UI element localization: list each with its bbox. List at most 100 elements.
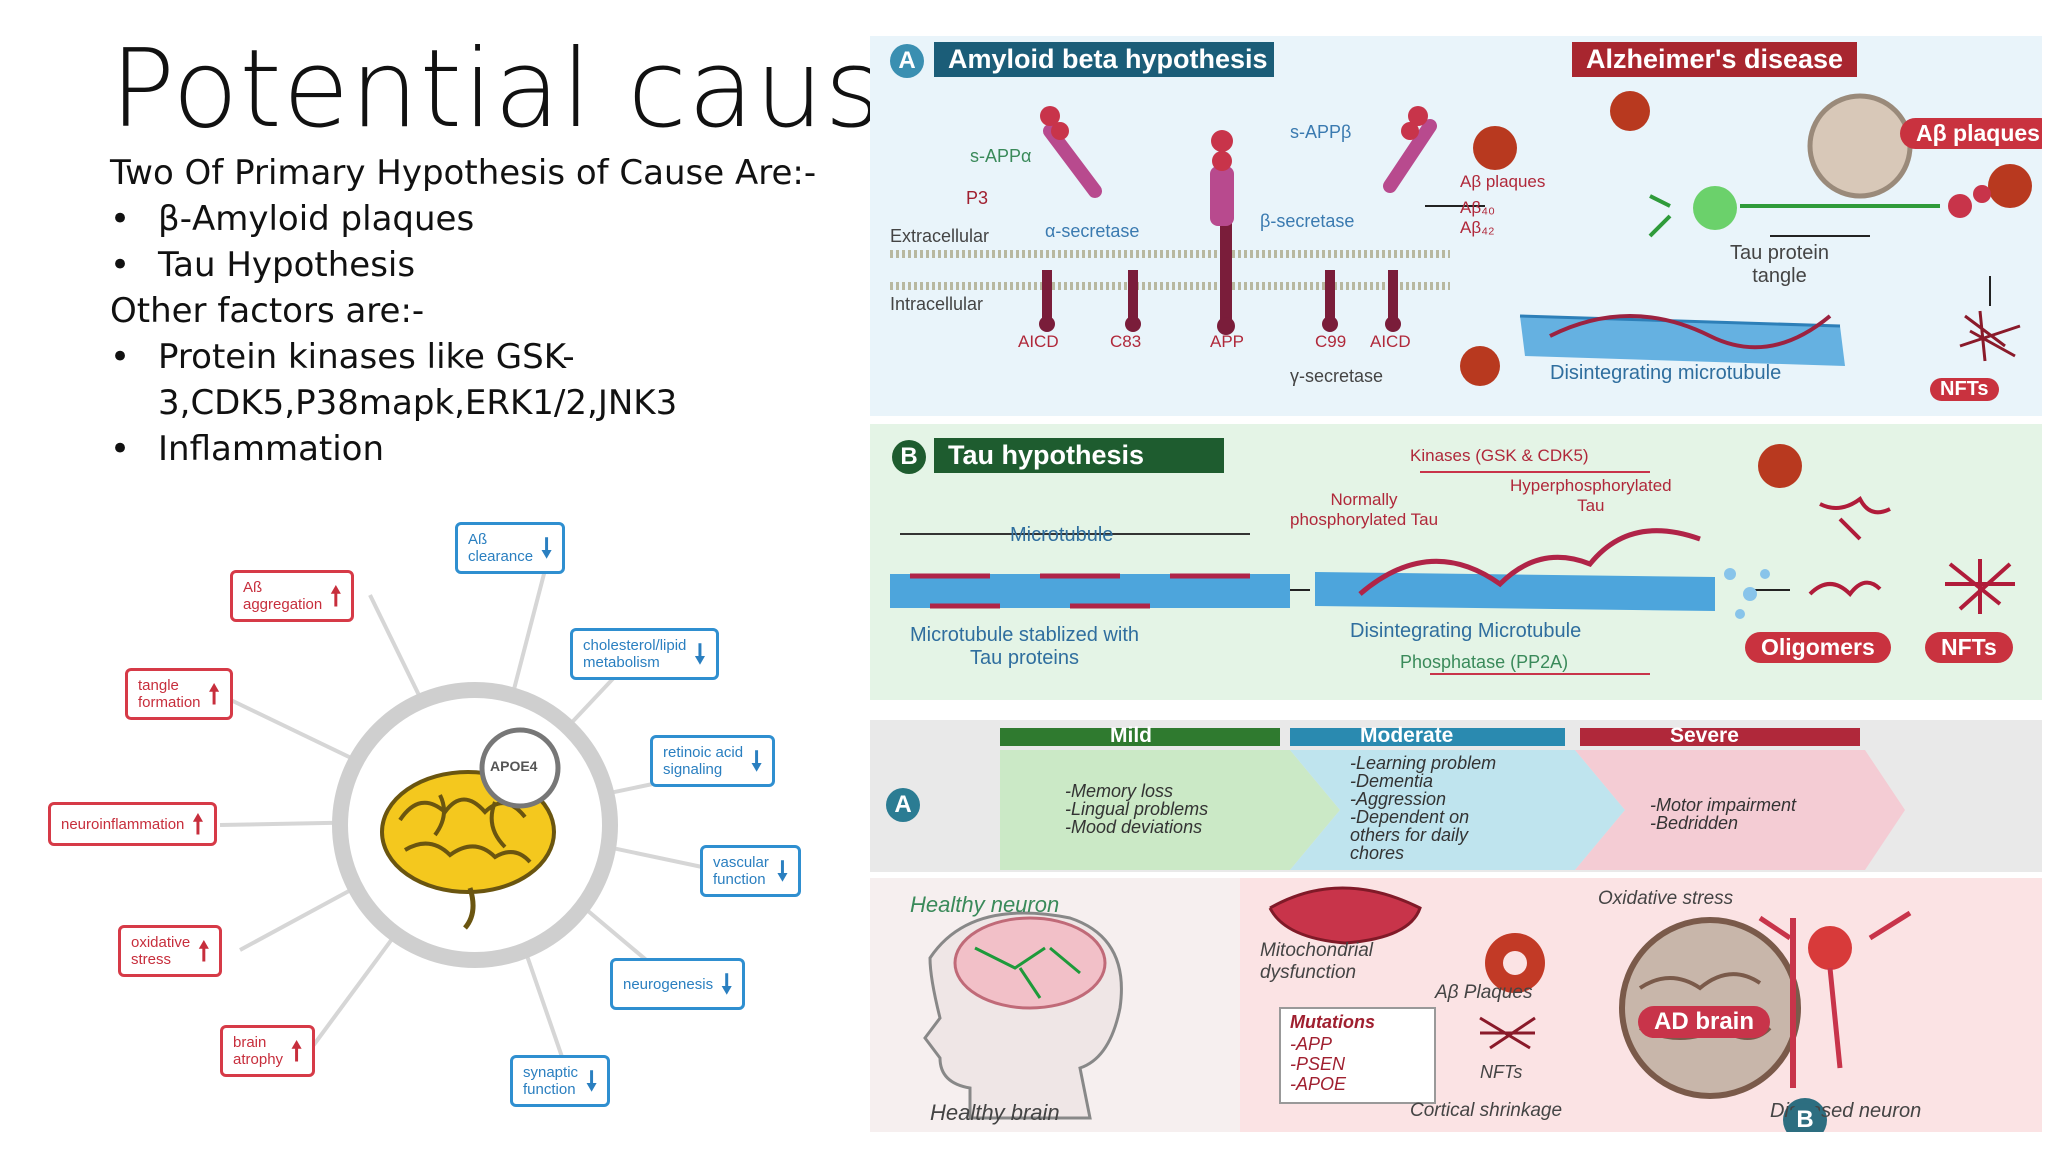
list-item-text: β-Amyloid plaques bbox=[158, 199, 475, 239]
panel-letter-badge: B bbox=[892, 440, 926, 474]
label-healthy-brain: Healthy brain bbox=[930, 1100, 1060, 1125]
list-item: • Protein kinases like GSK-3,CDK5,P38mapk… bbox=[110, 334, 830, 426]
label-sappb: s-APPβ bbox=[1290, 122, 1352, 142]
label-ab-plaques: Aβ plaques bbox=[1460, 172, 1546, 191]
diagram-spokes bbox=[209, 569, 741, 1081]
factor-retinoic-acid: retinoic acid signaling🠗 bbox=[650, 735, 776, 787]
bullet-dot: • bbox=[110, 199, 131, 239]
list-item: • β-Amyloid plaques bbox=[110, 196, 830, 242]
label-mutation-list: -APP -PSEN -APOE bbox=[1290, 1034, 1347, 1094]
label-hyper-tau: Hyperphosphorylated Tau bbox=[1510, 476, 1672, 515]
nfts-pill: NFTs bbox=[1930, 378, 1999, 401]
factor-cholesterol: cholesterol/lipid metabolism🠗 bbox=[570, 628, 719, 680]
label-aicd-2: AICD bbox=[1370, 332, 1411, 351]
label-normal-tau: Normally phosphorylated Tau bbox=[1290, 490, 1439, 529]
tau-illustration bbox=[890, 444, 2015, 675]
list-item-text: Inflammation bbox=[158, 429, 385, 469]
label-disintegrating: Disintegrating microtubule bbox=[1550, 362, 1782, 384]
stages-panel: A Mild Moderate Severe -Memory loss -Lin… bbox=[870, 720, 2042, 872]
oligomers-pill: Oligomers bbox=[1745, 632, 1891, 663]
label-disintegrating-mt: Disintegrating Microtubule bbox=[1350, 620, 1582, 642]
label-oxidative: Oxidative stress bbox=[1598, 888, 1734, 909]
label-tau-tangle: Tau protein tangle bbox=[1730, 242, 1829, 287]
panel-letter-badge: A bbox=[890, 44, 924, 78]
label-ab-plaques: Aβ Plaques bbox=[1435, 982, 1533, 1003]
bullet-list: Two Of Primary Hypothesis of Cause Are:-… bbox=[110, 150, 830, 472]
arrow-down-icon: 🠗 bbox=[694, 639, 706, 669]
apoe4-label: APOE4 bbox=[490, 758, 538, 774]
label-app: APP bbox=[1210, 332, 1245, 351]
bullet-dot: • bbox=[110, 245, 131, 285]
intro-text: Two Of Primary Hypothesis of Cause Are:- bbox=[110, 153, 817, 193]
label-c99: C99 bbox=[1315, 332, 1347, 351]
stage-severe-items: -Motor impairment -Bedridden bbox=[1650, 795, 1797, 833]
label-gamma-secretase: γ-secretase bbox=[1290, 366, 1384, 386]
label-extracellular: Extracellular bbox=[890, 226, 990, 246]
nfts-pill: NFTs bbox=[1925, 632, 2013, 663]
arrow-down-icon: 🠗 bbox=[751, 746, 763, 776]
factor-synaptic-function: synaptic function🠗 bbox=[510, 1055, 611, 1107]
factor-oxidative-stress: oxidative stress🠕 bbox=[118, 925, 223, 977]
label-stabilized: Microtubule stablized with Tau proteins bbox=[910, 624, 1139, 669]
factor-label: vascular function bbox=[713, 854, 769, 888]
factor-label: neuroinflammation bbox=[61, 815, 185, 833]
label-microtubule: Microtubule bbox=[1010, 524, 1114, 546]
label-aicd: AICD bbox=[1018, 332, 1059, 351]
slide-title: Potential cause bbox=[110, 27, 950, 152]
label-healthy-neuron: Healthy neuron bbox=[910, 892, 1060, 917]
factor-label: neurogenesis bbox=[623, 975, 714, 993]
label-sappa: s-APPα bbox=[970, 146, 1032, 166]
panel-letter-badge: B bbox=[1788, 1103, 1822, 1132]
factor-label: Aß aggregation bbox=[243, 579, 323, 613]
arrow-up-icon: 🠕 bbox=[208, 679, 220, 709]
stage-moderate-items: -Learning problem -Dementia -Aggression … bbox=[1350, 753, 1497, 863]
alzheimers-title: Alzheimer's disease bbox=[1572, 42, 1858, 77]
arrow-down-icon: 🠗 bbox=[721, 969, 733, 999]
list-item: • Inflammation bbox=[110, 426, 830, 472]
factor-label: oxidative stress bbox=[131, 934, 191, 968]
factor-label: brain atrophy bbox=[233, 1034, 284, 1068]
arrow-up-icon: 🠕 bbox=[291, 1036, 303, 1066]
factor-ab-aggregation: Aß aggregation🠕 bbox=[230, 570, 355, 622]
factor-tangle-formation: tangle formation🠕 bbox=[125, 668, 233, 720]
stage-severe-title: Severe bbox=[1670, 724, 1739, 747]
factor-label: cholesterol/lipid metabolism bbox=[583, 637, 687, 671]
label-mutations: Mutations bbox=[1290, 1012, 1375, 1032]
label-cortical: Cortical shrinkage bbox=[1410, 1100, 1563, 1121]
factor-label: synaptic function bbox=[523, 1064, 579, 1098]
arrow-up-icon: 🠕 bbox=[192, 809, 204, 839]
label-c83: C83 bbox=[1110, 332, 1142, 351]
factor-label: Aß clearance bbox=[468, 531, 534, 565]
factor-neurogenesis: neurogenesis 🠗 bbox=[610, 958, 746, 1010]
arrow-down-icon: 🠗 bbox=[586, 1066, 598, 1096]
bullet-dot: • bbox=[110, 337, 131, 377]
list-item: •Tau Hypothesis bbox=[110, 242, 830, 288]
arrow-down-icon: 🠗 bbox=[776, 856, 789, 886]
factor-brain-atrophy: brain atrophy🠕 bbox=[220, 1025, 316, 1077]
panel-letter-badge: A bbox=[886, 788, 920, 822]
label-alpha-secretase: α-secretase bbox=[1045, 221, 1140, 241]
amyloid-title: Amyloid beta hypothesis bbox=[934, 42, 1274, 77]
arrow-up-icon: 🠕 bbox=[330, 581, 342, 611]
microtubule-graphic bbox=[1519, 314, 1845, 366]
factor-ab-clearance: Aß clearance🠗 bbox=[455, 522, 566, 574]
bullet-dot: • bbox=[110, 429, 131, 469]
tau-panel: B Tau hypothesis Microtubule Microtubule… bbox=[870, 424, 2042, 700]
apoe4-diagram: APOE4 Aß aggregation🠕 Aß clearance🠗 chol… bbox=[40, 520, 840, 1140]
label-ab40: Aβ₄₀ bbox=[1460, 198, 1496, 217]
arrow-down-icon: 🠗 bbox=[541, 533, 553, 563]
label-beta-secretase: β-secretase bbox=[1260, 211, 1355, 231]
list-item-text: Protein kinases like GSK-3,CDK5,P38mapk,… bbox=[158, 337, 678, 423]
other-intro-text: Other factors are:- bbox=[110, 291, 425, 331]
factor-neuroinflammation: neuroinflammation 🠕 bbox=[48, 802, 217, 846]
amyloid-panel: A Amyloid beta hypothesis Alzheimer's di… bbox=[870, 36, 2042, 416]
amyloid-illustration bbox=[890, 91, 2032, 386]
label-phosphatase: Phosphatase (PP2A) bbox=[1400, 652, 1569, 672]
label-nfts: NFTs bbox=[1480, 1062, 1523, 1082]
tau-title: Tau hypothesis bbox=[934, 438, 1224, 473]
label-intracellular: Intracellular bbox=[890, 294, 984, 314]
label-ab42: Aβ₄₂ bbox=[1460, 218, 1495, 237]
ab-plaques-pill: Aβ plaques bbox=[1900, 118, 2042, 149]
factor-label: tangle formation bbox=[138, 677, 201, 711]
label-mito: Mitochondrial dysfunction bbox=[1260, 940, 1373, 983]
